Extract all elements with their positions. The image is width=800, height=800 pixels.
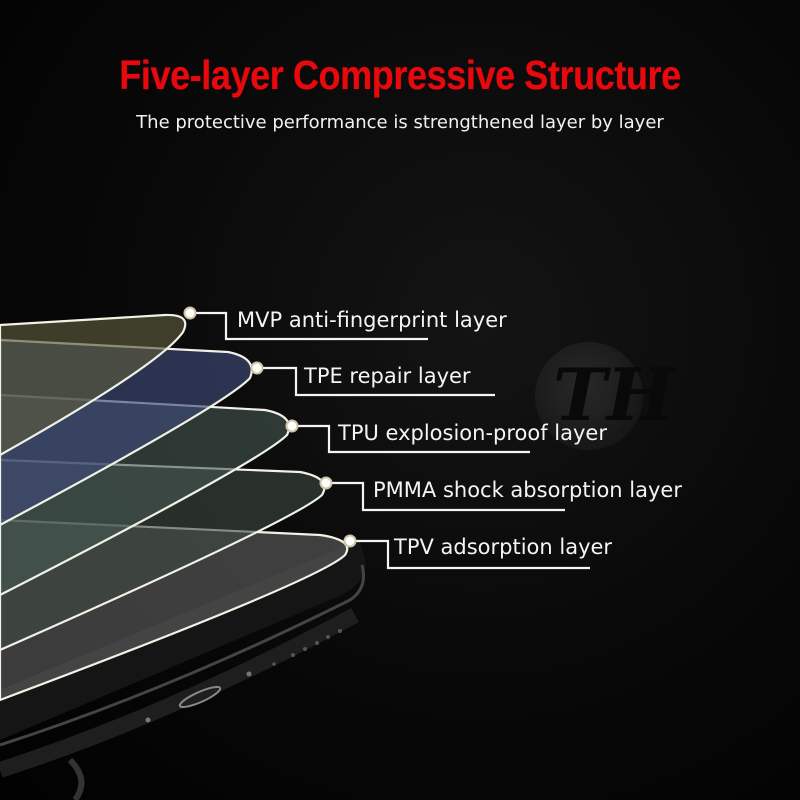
callout-line-tpu [298, 424, 530, 454]
callout-line-tpe [263, 366, 495, 397]
callout-dot-tpu [285, 419, 299, 433]
callout-line-pmma [332, 481, 565, 512]
callout-line-mvp [196, 311, 428, 341]
callout-line-tpv [356, 539, 590, 570]
page-subtitle: The protective performance is strengthen… [136, 112, 664, 133]
callout-dot-tpe [250, 361, 264, 375]
layer-label-tpu: TPU explosion-proof layer [338, 421, 607, 445]
callout-dot-mvp [183, 306, 197, 320]
watermark-glyph: TH [553, 352, 675, 437]
watermark-logo: TH [535, 342, 675, 450]
layer-label-mvp: MVP anti-fingerprint layer [237, 308, 507, 332]
page-title: Five-layer Compressive Structure [119, 52, 681, 98]
layer-label-tpv: TPV adsorption layer [394, 535, 613, 559]
layer-sheet-mvp [0, 313, 187, 457]
callout-dot-tpv [343, 534, 357, 548]
layer-label-pmma: PMMA shock absorption layer [373, 478, 682, 502]
layer-label-tpe: TPE repair layer [304, 364, 471, 388]
callout-dot-pmma [319, 476, 333, 490]
